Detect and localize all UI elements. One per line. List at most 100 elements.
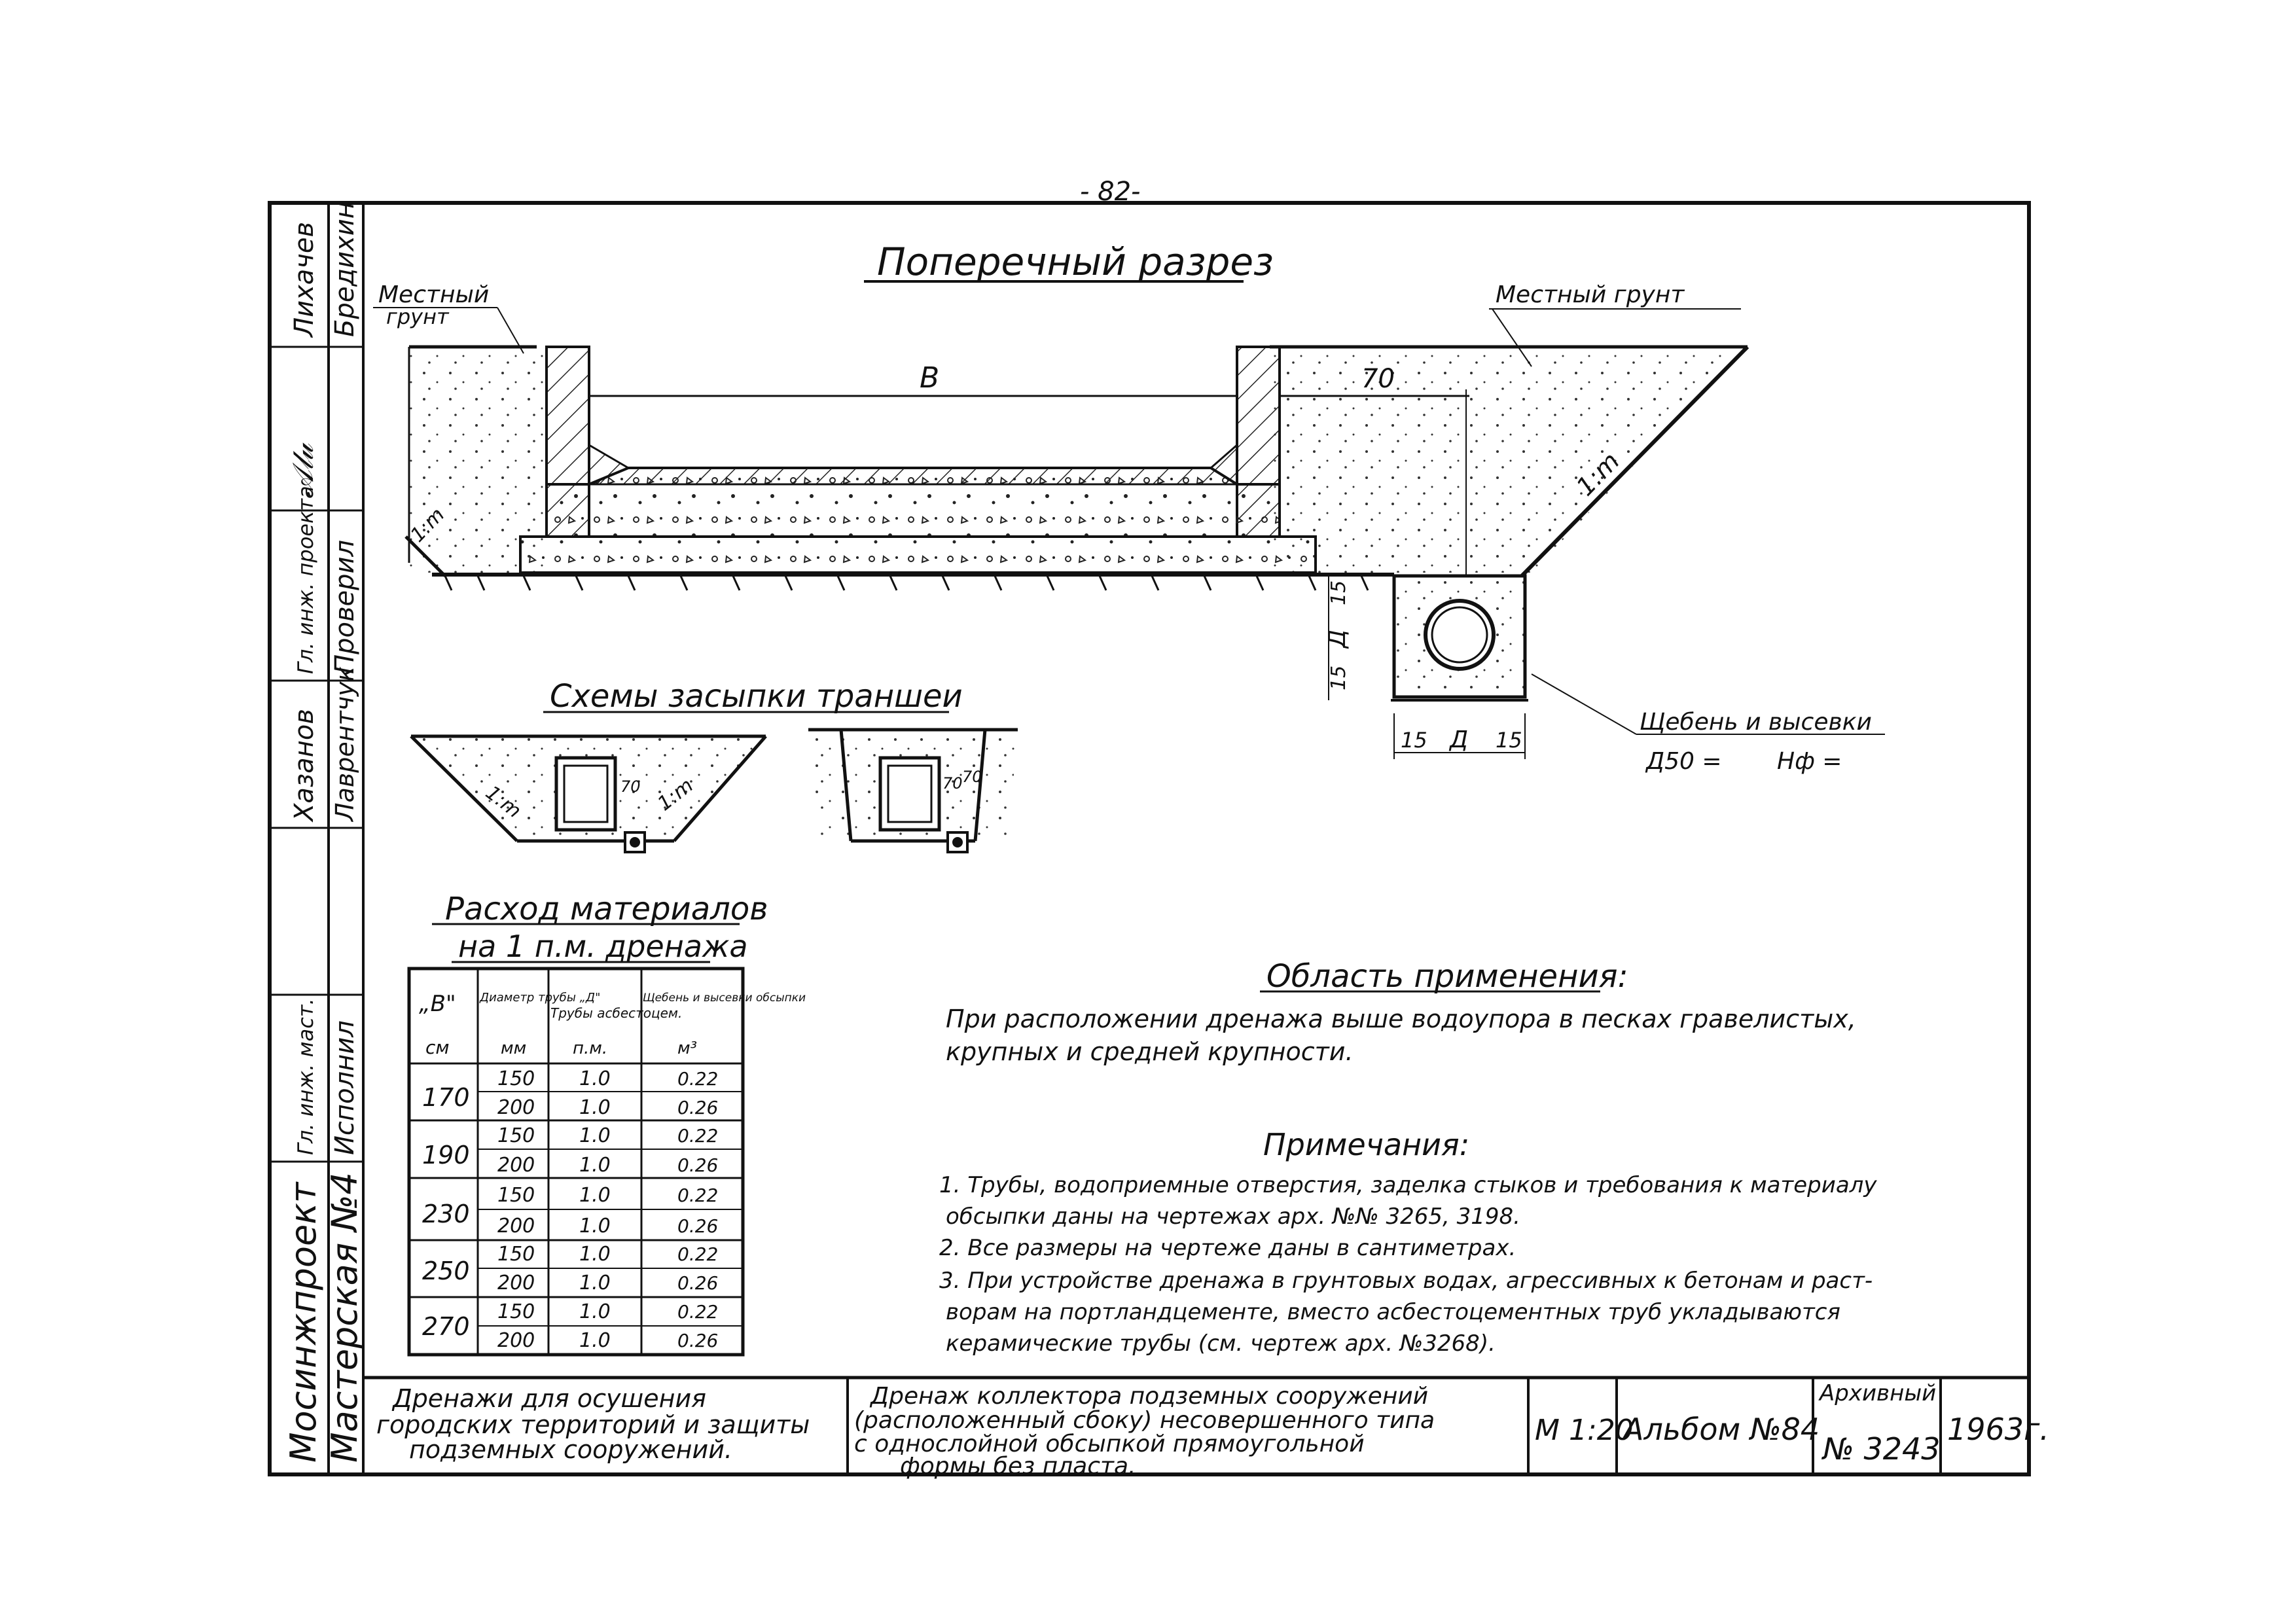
svg-text:1.0: 1.0 [579,1124,611,1147]
note-3-line-2: ворам на портландцементе, вместо асбесто… [946,1299,1840,1325]
svg-text:150: 150 [497,1243,535,1266]
svg-text:150: 150 [497,1300,535,1323]
svg-text:1.0: 1.0 [579,1184,611,1207]
d50-label: Д50 = [1645,748,1722,775]
notes-block: Область применения: При расположении дре… [939,958,1877,1357]
dim-15-d: 15 [1496,728,1522,753]
note-3-line-1: 3. При устройстве дренажа в грунтовых во… [939,1268,1873,1294]
main-title: Поперечный разрез [877,240,1274,284]
svg-text:200: 200 [497,1154,535,1177]
scale: М 1:20 [1535,1414,1634,1447]
svg-text:0.26: 0.26 [677,1330,718,1351]
local-soil-left-2: грунт [386,304,450,329]
dim-b: В [920,361,939,395]
album-title-1: Дренажи для осушения [391,1384,706,1413]
svg-text:200: 200 [497,1215,535,1238]
svg-text:см: см [425,1037,450,1058]
svg-text:0.22: 0.22 [677,1301,718,1323]
scheme1-dim: 70 [620,777,641,796]
sheet-title-4: формы без пласта. [900,1453,1136,1480]
archive-label: Архивный [1818,1380,1936,1406]
svg-text:1.0: 1.0 [579,1215,611,1238]
svg-text:200: 200 [497,1096,535,1119]
backfill-schemes: Схемы засыпки траншеи 1:m 1:m 70 70 70 [410,678,1018,853]
svg-text:270: 270 [422,1312,470,1341]
note-2: 2. Все размеры на чертеже даны в сантиме… [939,1235,1516,1261]
dim-d-vertical: Д [1324,630,1351,649]
materials-title-1: Расход материалов [445,891,768,927]
application-title: Область применения: [1266,958,1628,995]
dim-15-c: 15 [1401,728,1427,753]
svg-text:0.22: 0.22 [677,1125,718,1147]
stamp-org: Мосинжпроект [283,1181,324,1463]
sheet-title-2: (расположенный сбоку) несовершенного тип… [854,1407,1435,1434]
svg-text:200: 200 [497,1329,535,1352]
svg-text:200: 200 [497,1272,535,1294]
svg-text:170: 170 [422,1083,470,1112]
svg-text:Бредихин: Бредихин [330,202,360,337]
local-soil-left-1: Местный [378,281,489,308]
note-1-line-1: 1. Трубы, водоприемные отверстия, заделк… [939,1172,1877,1198]
svg-text:150: 150 [497,1124,535,1147]
svg-text:мм: мм [501,1039,526,1058]
svg-text:250: 250 [422,1257,470,1285]
svg-text:0.26: 0.26 [677,1097,718,1118]
application-line2: крупных и средней крупности. [946,1037,1354,1066]
svg-text:1.0: 1.0 [579,1067,611,1090]
sheet-title-3: с однослойной обсыпкой прямоугольной [854,1431,1365,1457]
schemes-title: Схемы засыпки траншеи [550,678,963,715]
signature: 𝒜𝓁𝓊 [287,442,320,497]
svg-text:1.0: 1.0 [579,1272,611,1294]
drain-pipe [1424,599,1496,671]
svg-text:0.22: 0.22 [677,1243,718,1265]
archive-number: № 3243 [1821,1431,1941,1467]
notes-title: Примечания: [1263,1127,1469,1162]
svg-text:Трубы асбестоцем.: Трубы асбестоцем. [550,1005,682,1021]
svg-text:230: 230 [422,1200,470,1228]
stamp-left-column: Мосинжпроект Мастерская №4 Лихачев Бреди… [283,202,365,1463]
svg-text:150: 150 [497,1184,535,1207]
svg-text:Лихачев: Лихачев [289,222,319,338]
svg-text:1.0: 1.0 [579,1300,611,1323]
year: 1963г. [1947,1412,2049,1447]
svg-text:„В": „В" [419,991,456,1017]
svg-text:Гл. инж. маст.: Гл. инж. маст. [293,998,318,1155]
note-3-line-3: керамические трубы (см. чертеж арх. №326… [946,1330,1496,1357]
svg-text:0.22: 0.22 [677,1185,718,1206]
svg-text:Проверил: Проверил [330,540,360,674]
svg-text:0.26: 0.26 [677,1272,718,1294]
svg-text:190: 190 [422,1141,470,1169]
gravel-label: Щебень и высевки [1640,709,1872,736]
title-block: Дренажи для осушения городских территори… [363,1376,2049,1480]
sheet-frame [268,201,2031,1476]
note-1-line-2: обсыпки даны на чертежах арх. №№ 3265, 3… [946,1204,1520,1230]
sheet-title-1: Дренаж коллектора подземных сооружений [869,1383,1428,1410]
svg-text:п.м.: п.м. [573,1039,607,1058]
svg-text:1.0: 1.0 [579,1243,611,1266]
materials-table: Расход материалов на 1 п.м. дренажа „В" … [407,891,806,1357]
svg-text:0.26: 0.26 [677,1215,718,1237]
svg-text:Хазанов: Хазанов [289,709,319,823]
svg-text:150: 150 [497,1067,535,1090]
dim-70: 70 [1361,364,1395,394]
svg-text:1.0: 1.0 [579,1329,611,1352]
svg-text:Исполнил: Исполнил [330,1020,360,1155]
dim-15-a: 15 [1327,580,1350,605]
local-soil-right: Местный грунт [1496,281,1685,308]
svg-text:0.22: 0.22 [677,1068,718,1090]
svg-text:Диаметр трубы „Д": Диаметр трубы „Д" [479,991,600,1005]
album-title-2: городских территорий и защиты [376,1410,810,1439]
materials-title-2: на 1 п.м. дренажа [458,929,748,964]
hf-label: Hф = [1777,748,1842,775]
svg-text:Гл. инж. проекта: Гл. инж. проекта [293,486,318,674]
svg-text:м³: м³ [677,1039,697,1058]
application-line1: При расположении дренажа выше водоупора … [946,1005,1856,1033]
svg-text:Щебень и высевки обсыпки: Щебень и высевки обсыпки [643,991,806,1005]
svg-text:Лаврентчук: Лаврентчук [331,666,359,823]
album-title-3: подземных сооружений. [409,1435,732,1464]
dim-d-horizontal: Д [1448,726,1468,753]
stamp-workshop: Мастерская №4 [324,1172,365,1463]
svg-text:0.26: 0.26 [677,1154,718,1176]
album-number: Альбом №84 [1621,1412,1820,1447]
